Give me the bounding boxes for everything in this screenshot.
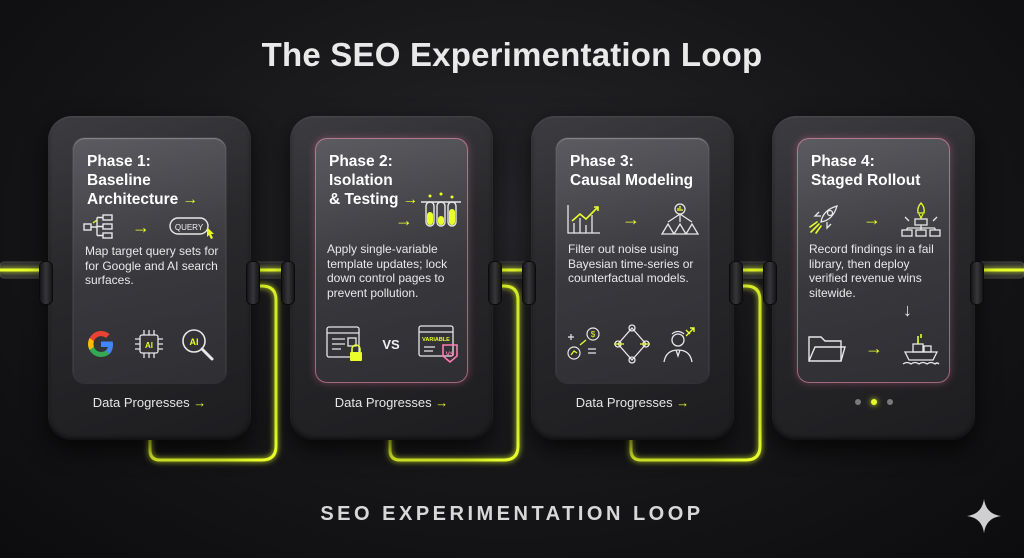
formula-icon: $ (567, 327, 600, 360)
phase-4-card: Phase 4: Staged Rollout → Record f (797, 138, 950, 383)
ai-chip-icon: AI (135, 330, 163, 358)
phase-3-title: Phase 3: Causal Modeling (570, 153, 694, 189)
page-title: The SEO Experimentation Loop (261, 36, 763, 73)
model-network-icon (660, 203, 700, 235)
folder-icon (808, 336, 846, 362)
ship-icon (902, 334, 940, 365)
svg-text:VS: VS (446, 351, 455, 358)
svg-text:QUERY: QUERY (175, 223, 204, 232)
deploy-network-icon (901, 202, 941, 237)
phase-4-panel: Phase 4: Staged Rollout → Record f (764, 116, 983, 440)
connector-knob-left (523, 262, 535, 304)
phase-2-description: Apply single-variable template updates; … (327, 242, 448, 300)
svg-text:AI: AI (190, 337, 199, 347)
vs-label: VS (382, 336, 400, 352)
phase-2-bottom-icons: VS VARIABLE VS (325, 322, 459, 366)
page-subtitle: SEO EXPERIMENTATION LOOP (320, 503, 704, 525)
phase-3-bottom-icons: $ (566, 322, 700, 366)
flow-icon (614, 324, 650, 364)
phase-1-description: Map target query sets for for Google and… (85, 244, 219, 287)
arrow-right-icon: → (395, 210, 413, 230)
hierarchy-icon (83, 214, 113, 239)
pagination-dot[interactable] (854, 399, 861, 405)
phase-1-bottom-icons: AI AI (83, 322, 217, 366)
svg-text:VARIABLE: VARIABLE (422, 337, 450, 343)
arrow-right-icon: → (865, 337, 883, 358)
wire-loop-2 (388, 284, 520, 462)
phase-2-panel: Phase 2: Isolation & Testing → → Apply s… (282, 116, 501, 440)
pagination-dots (772, 399, 975, 405)
wire-loop-3 (629, 284, 762, 462)
query-icon: QUERY (169, 217, 214, 239)
phase-1-title: Phase 1: Baseline Architecture → (87, 153, 199, 208)
pagination-dot[interactable] (886, 399, 893, 405)
phase-1-top-icons: → QUERY (83, 210, 217, 244)
phase-1-footer: Data Progresses → (92, 395, 207, 410)
analyst-icon (663, 327, 695, 363)
wire-loop-1 (148, 284, 278, 462)
phase-1-card: Phase 1: Baseline Architecture → → QUERY… (73, 138, 226, 383)
pagination-dot-active[interactable] (870, 399, 877, 405)
locked-page-icon (326, 326, 362, 361)
google-icon (88, 331, 113, 357)
connector-knob-left (40, 262, 52, 304)
phase-3-card: Phase 3: Causal Modeling → Filter out no… (556, 138, 709, 383)
sparkle-icon (967, 499, 1001, 533)
phase-4-title: Phase 4: Staged Rollout (811, 153, 921, 189)
phase-4-description: Record findings in a fail library, then … (809, 242, 934, 300)
test-tubes-icon (419, 190, 463, 235)
ai-search-icon: AI (182, 329, 214, 361)
svg-text:$: $ (591, 330, 596, 339)
phase-3-footer: Data Progresses → (575, 395, 690, 410)
rocket-icon (809, 205, 838, 234)
phase-1-panel: Phase 1: Baseline Architecture → → QUERY… (40, 116, 259, 440)
arrow-right-icon: → (863, 208, 881, 229)
phase-4-top-icons: → (807, 202, 941, 237)
connector-knob-right (489, 262, 501, 304)
phase-2-card: Phase 2: Isolation & Testing → → Apply s… (315, 138, 468, 383)
phase-3-top-icons: → (566, 202, 700, 236)
variable-page-icon: VARIABLE VS (418, 325, 458, 364)
phase-2-footer: Data Progresses → (334, 395, 449, 410)
connector-knob-right (247, 262, 259, 304)
down-arrow-icon: ↓ (903, 300, 912, 320)
connector-knob-right (730, 262, 742, 304)
svg-text:AI: AI (145, 341, 153, 350)
phase-3-panel: Phase 3: Causal Modeling → Filter out no… (523, 116, 742, 440)
phase-3-description: Filter out noise using Bayesian time-ser… (568, 242, 694, 285)
chart-icon (567, 205, 600, 234)
connector-knob-right (971, 262, 983, 304)
connector-knob-left (282, 262, 294, 304)
phase-2-title: Phase 2: Isolation & Testing → (329, 153, 419, 208)
arrow-right-icon: → (132, 216, 150, 237)
connector-knob-left (764, 262, 776, 304)
phase-4-bottom-icons: → (807, 326, 941, 370)
arrow-right-icon: → (622, 208, 640, 229)
